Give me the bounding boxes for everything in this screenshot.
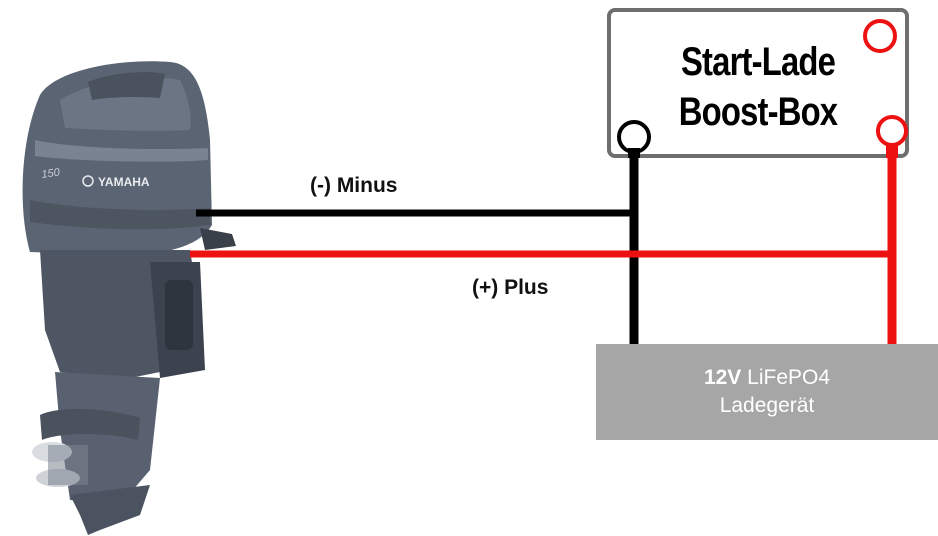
charger-voltage: 12V <box>703 366 742 389</box>
engine-model-text: 150 <box>41 166 62 181</box>
boost-box-title-line2: Boost-Box <box>678 90 838 134</box>
charger-name: Ladegerät <box>719 394 815 417</box>
yamaha-logo-icon <box>82 175 94 187</box>
boost-box-title-line1: Start-Lade <box>680 40 836 84</box>
charger-line1: 12V LiFePO4 <box>596 364 938 392</box>
minus-wire-label: (-) Minus <box>310 174 398 197</box>
charger-type: LiFePO4 <box>747 366 831 389</box>
charger-box: 12V LiFePO4 Ladegerät <box>596 344 938 440</box>
plus-wire-label: (+) Plus <box>472 276 549 299</box>
outboard-engine-illustration <box>22 61 236 535</box>
boost-box: Start-Lade Boost-Box <box>607 8 909 158</box>
engine-brand-text: YAMAHA <box>98 175 150 189</box>
